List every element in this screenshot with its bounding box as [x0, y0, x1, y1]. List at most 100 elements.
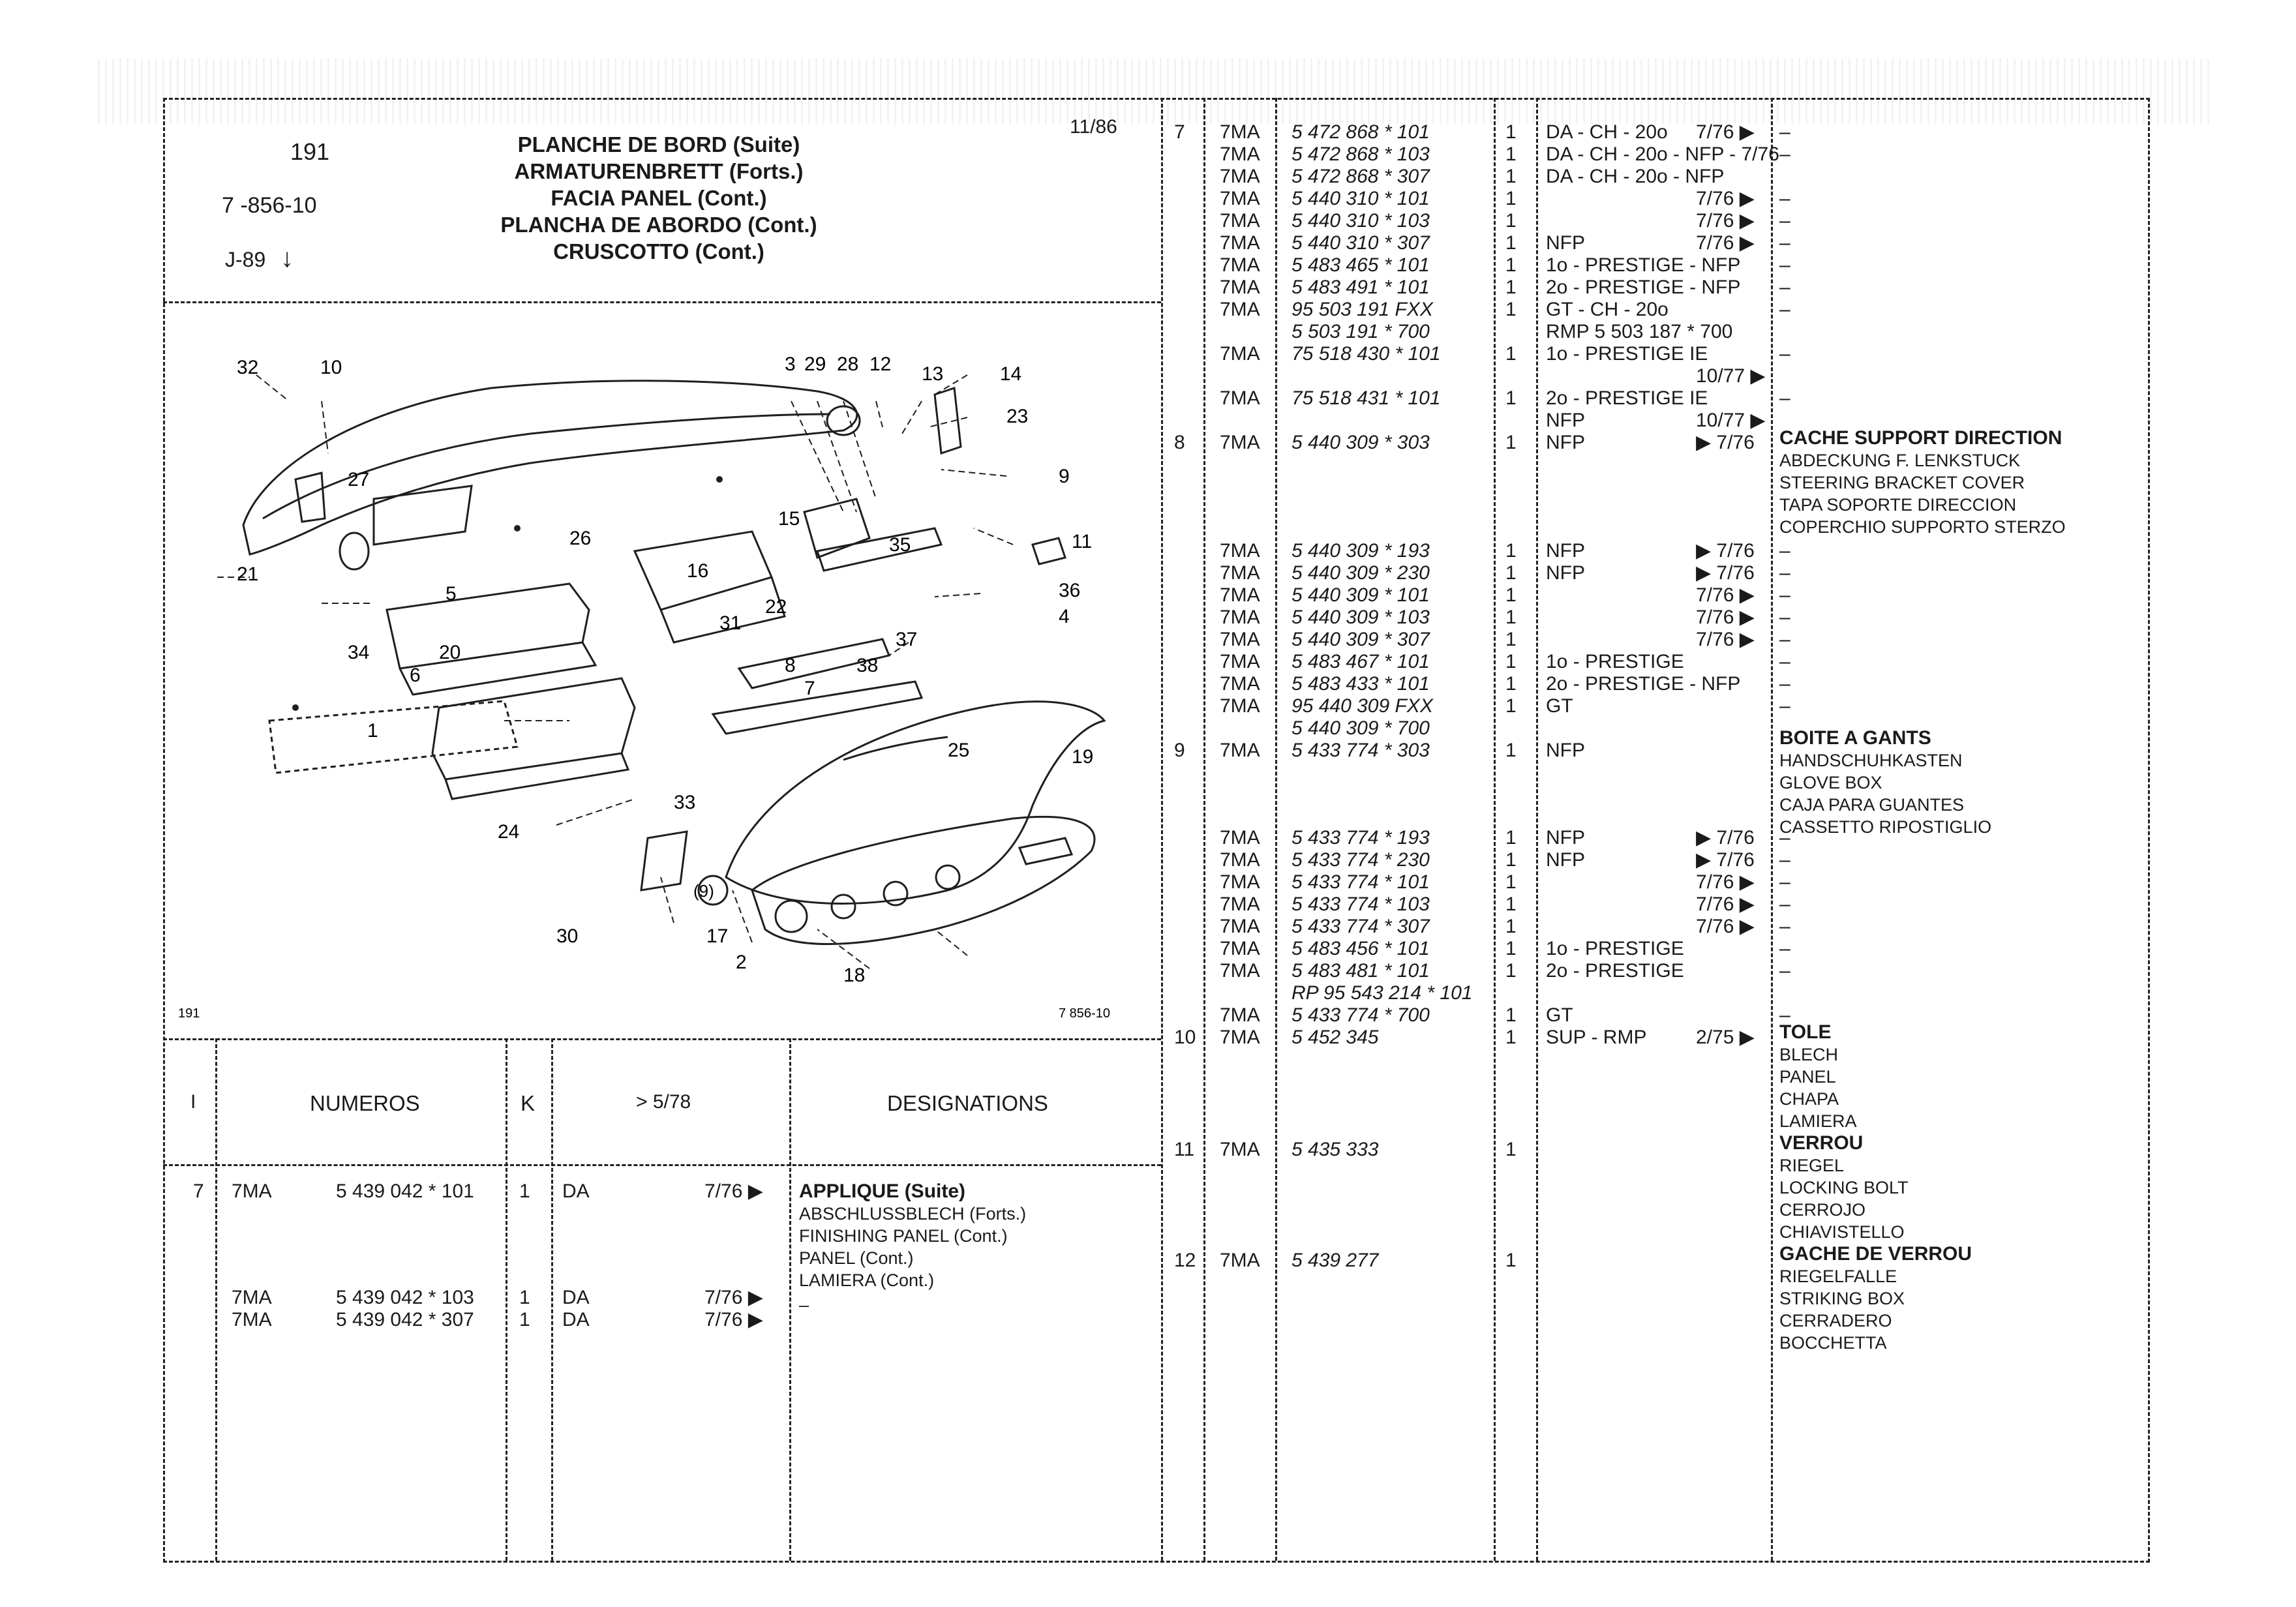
rt-row-num: 5 433 774 * 303	[1292, 740, 1430, 761]
divider-code-col	[1203, 98, 1205, 1561]
rt-row-des: –	[1779, 960, 1790, 982]
rt-row-num: 5 483 465 * 101	[1292, 254, 1430, 276]
divider-left-panel	[1161, 98, 1163, 1561]
rt-row-k: 1	[1505, 143, 1517, 165]
lt-row-item: 7	[193, 1180, 204, 1202]
title-it: CRUSCOTTO (Cont.)	[553, 239, 764, 263]
lt-designation-en: FINISHING PANEL (Cont.)	[799, 1226, 1008, 1246]
rt-row-k: 1	[1505, 695, 1517, 717]
glovebox-opening	[372, 485, 473, 546]
callout-6: 6	[410, 665, 421, 686]
rt-row-code: 7MA	[1220, 387, 1260, 409]
rt-row-date: 7/76 ▶	[1696, 916, 1755, 937]
callout-21: 21	[237, 563, 258, 585]
rt-row-k: 1	[1505, 938, 1517, 959]
des-11-de: RIEGEL	[1779, 1156, 1845, 1175]
callout-19: 19	[1072, 746, 1093, 768]
callout-12: 12	[869, 353, 891, 375]
rt-row-item: 9	[1174, 740, 1185, 761]
rt-row-num: 5 483 481 * 101	[1292, 960, 1430, 982]
rt-row-date: ▶ 7/76	[1696, 827, 1755, 849]
lt-div-2	[506, 1038, 507, 1561]
rt-row-des: –	[1779, 651, 1790, 672]
lt-row-num: 5 439 042 * 307	[336, 1309, 474, 1330]
rt-row-num: 5 433 774 * 193	[1292, 827, 1430, 849]
callout-3: 3	[785, 353, 796, 375]
rt-row-num: 5 433 774 * 230	[1292, 849, 1430, 871]
callout-circled-9: (9)	[693, 881, 714, 901]
rt-row-date: 2/75 ▶	[1696, 1027, 1755, 1048]
rt-row-code: 7MA	[1220, 607, 1260, 628]
lt-row-note: DA	[562, 1309, 590, 1330]
lt-row-k: 1	[519, 1180, 530, 1202]
des-10-en: PANEL	[1779, 1067, 1836, 1087]
rt-row-k: 1	[1505, 121, 1517, 143]
tray-panel	[268, 700, 519, 774]
rt-row-note: 2o - PRESTIGE - NFP	[1546, 277, 1741, 298]
rt-row-des: –	[1779, 232, 1790, 254]
rt-row-des: –	[1779, 827, 1790, 849]
rt-row-note: NFP	[1546, 432, 1585, 453]
lt-div-1	[215, 1038, 217, 1561]
rt-row-k: 1	[1505, 562, 1517, 584]
lt-row-date: 7/76 ▶	[704, 1309, 763, 1330]
callout-4: 4	[1059, 606, 1070, 627]
des-10-de: BLECH	[1779, 1045, 1839, 1064]
rt-row-des: –	[1779, 629, 1790, 650]
divider-note-col	[1536, 98, 1538, 1561]
callout-26: 26	[569, 528, 591, 549]
rt-row-k: 1	[1505, 540, 1517, 562]
lt-row-code: 7MA	[232, 1287, 272, 1308]
des-10-it: LAMIERA	[1779, 1111, 1857, 1131]
callout-13: 13	[922, 363, 943, 385]
lt-designation-it: LAMIERA (Cont.)	[799, 1270, 935, 1290]
rt-row-code: 7MA	[1220, 210, 1260, 232]
des-9-it: CASSETTO RIPOSTIGLIO	[1779, 817, 1992, 837]
rt-row-k: 1	[1505, 849, 1517, 871]
rt-row-num: 75 518 431 * 101	[1292, 387, 1441, 409]
callout-20: 20	[439, 642, 461, 663]
lt-row-code: 7MA	[232, 1309, 272, 1330]
rt-row-num: 5 433 774 * 700	[1292, 1004, 1430, 1026]
rt-row-num: 5 472 868 * 103	[1292, 143, 1430, 165]
rt-row-item: 8	[1174, 432, 1185, 453]
rt-row-code: 7MA	[1220, 916, 1260, 937]
rt-row-date: 7/76 ▶	[1696, 629, 1755, 650]
rt-row-note: DA - CH - 20o - NFP - 7/76	[1546, 143, 1779, 165]
rt-row-code: 7MA	[1220, 254, 1260, 276]
figure-corner-right: 7 856-10	[1059, 1006, 1110, 1021]
rt-row-des: –	[1779, 254, 1790, 276]
rt-row-num: 5 472 868 * 101	[1292, 121, 1430, 143]
title-de: ARMATURENBRETT (Forts.)	[514, 159, 804, 183]
rt-row-date: 7/76 ▶	[1696, 871, 1755, 893]
figure-corner-left: 191	[178, 1006, 200, 1021]
rt-row-code: 7MA	[1220, 740, 1260, 761]
rt-row-des: –	[1779, 871, 1790, 893]
callout-11: 11	[1072, 531, 1092, 552]
des-12-es: CERRADERO	[1779, 1311, 1892, 1330]
callout-7: 7	[804, 678, 815, 699]
rt-row-code: 7MA	[1220, 143, 1260, 165]
rt-row-code: 7MA	[1220, 1027, 1260, 1048]
des-10-es: CHAPA	[1779, 1089, 1839, 1109]
divider-des-col	[1771, 98, 1773, 1561]
rt-row-des: –	[1779, 1004, 1790, 1026]
plate-date: 11/86	[1070, 116, 1117, 138]
callout-9: 9	[1059, 466, 1070, 487]
des-10-fr: TOLE	[1779, 1021, 1832, 1043]
rt-row-k: 1	[1505, 960, 1517, 982]
lt-row-k: 1	[519, 1309, 530, 1330]
rt-row-k: 1	[1505, 740, 1517, 761]
rt-row-num: 5 440 309 * 101	[1292, 584, 1430, 606]
dash-upper-panel	[242, 380, 858, 556]
rt-row-num: 5 483 491 * 101	[1292, 277, 1430, 298]
callout-28: 28	[837, 353, 858, 375]
lt-row-note: DA	[562, 1287, 590, 1308]
scan-noise-strip	[98, 59, 2211, 124]
rt-row-note: 1o - PRESTIGE	[1546, 651, 1684, 672]
callout-25: 25	[948, 740, 969, 761]
header-rule	[163, 301, 1161, 303]
des-8-it: COPERCHIO SUPPORTO STERZO	[1779, 517, 2066, 537]
callout-16: 16	[687, 560, 708, 582]
rt-row-code: 7MA	[1220, 894, 1260, 915]
